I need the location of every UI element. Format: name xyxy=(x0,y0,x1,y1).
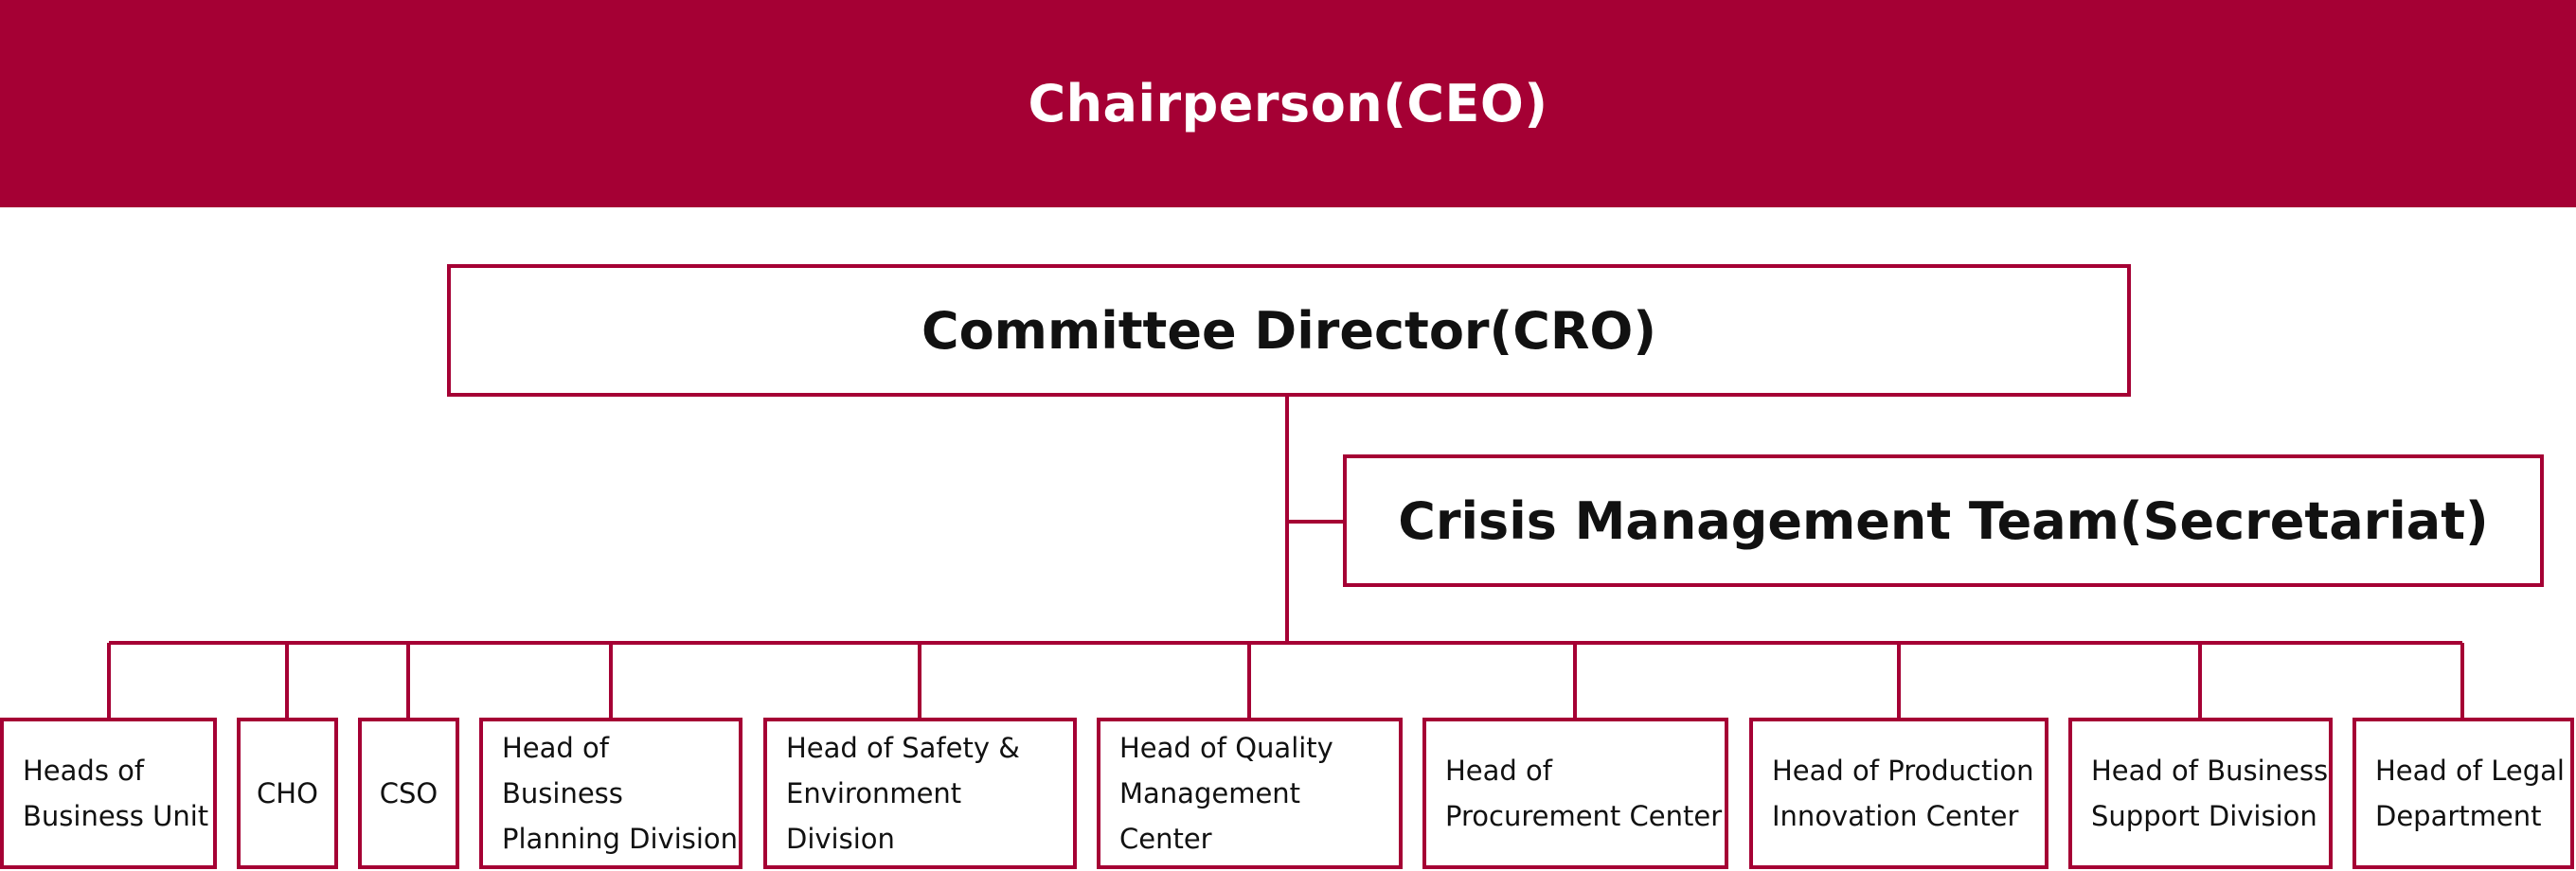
secretariat-box: Crisis Management Team(Secretariat) xyxy=(1343,454,2544,587)
member-box-cso: CSO xyxy=(358,718,459,869)
member-label: Heads of Business Unit xyxy=(23,755,209,832)
member-label: Head of Production Innovation Center xyxy=(1772,755,2034,832)
member-label: CSO xyxy=(379,777,438,809)
member-box-production-innovation-center: Head of Production Innovation Center xyxy=(1749,718,2048,869)
member-box-cho: CHO xyxy=(237,718,338,869)
member-label: CHO xyxy=(257,777,318,809)
ceo-title: Chairperson(CEO) xyxy=(1028,74,1548,133)
committee-director-label: Committee Director(CRO) xyxy=(921,300,1657,361)
member-box-heads-of-business-unit: Heads of Business Unit xyxy=(0,718,217,869)
member-box-procurement-center: Head of Procurement Center xyxy=(1422,718,1728,869)
member-box-safety-environment-division: Head of Safety & Environment Division xyxy=(763,718,1077,869)
member-label: Head of Business Support Division xyxy=(2091,755,2329,832)
member-box-legal-department: Head of Legal Department xyxy=(2352,718,2574,869)
member-label: Head of Quality Management Center xyxy=(1119,732,1333,855)
member-label: Head of Business Planning Division xyxy=(502,732,739,855)
member-label: Head of Safety & Environment Division xyxy=(786,732,1020,855)
member-label: Head of Procurement Center xyxy=(1445,755,1723,832)
secretariat-label: Crisis Management Team(Secretariat) xyxy=(1398,490,2489,551)
ceo-banner: Chairperson(CEO) xyxy=(0,0,2576,207)
member-box-quality-management-center: Head of Quality Management Center xyxy=(1097,718,1403,869)
committee-director-box: Committee Director(CRO) xyxy=(447,264,2131,397)
member-label: Head of Legal Department xyxy=(2375,755,2565,832)
member-box-business-planning-division: Head of Business Planning Division xyxy=(479,718,742,869)
member-box-business-support-division: Head of Business Support Division xyxy=(2068,718,2333,869)
